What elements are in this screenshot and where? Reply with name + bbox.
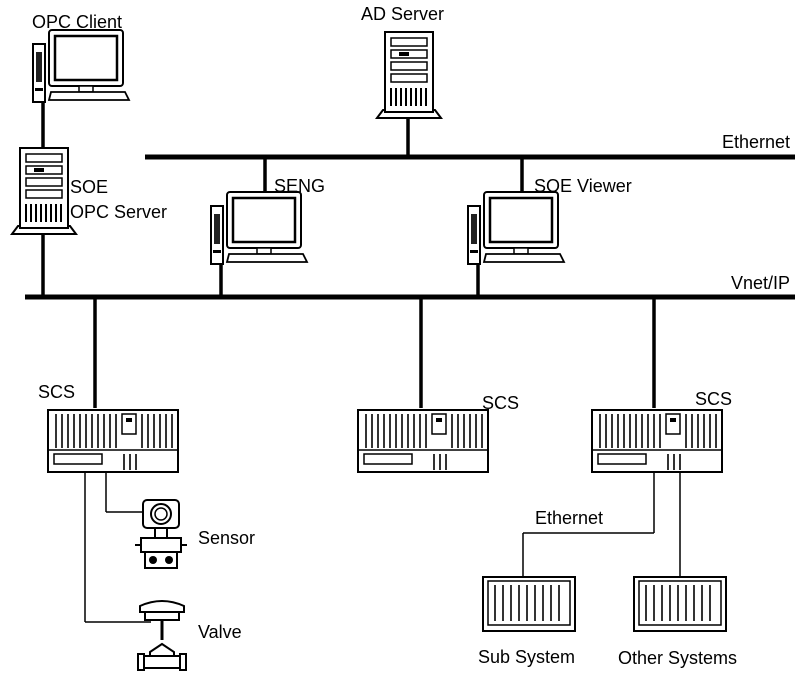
soe-opc-server-icon: [11, 147, 77, 235]
scs-right-controller-icon: [591, 409, 723, 473]
ethernet-label: Ethernet: [722, 132, 790, 152]
sensor-label: Sensor: [198, 528, 255, 548]
seng-label: SENG: [274, 176, 325, 196]
opc-server-label: OPC Server: [70, 202, 167, 222]
sensor-transmitter-icon: [135, 499, 187, 569]
opc-client-label: OPC Client: [32, 12, 122, 32]
scs-right-label: SCS: [695, 389, 732, 409]
ad-server-icon: [376, 31, 442, 119]
scs-left-controller-icon: [47, 409, 179, 473]
scs-middle-controller-icon: [357, 409, 489, 473]
other-systems-rack-icon: [633, 576, 727, 632]
soe-label: SOE: [70, 177, 108, 197]
soe-viewer-workstation-icon: [466, 190, 566, 266]
ad-server-label: AD Server: [361, 4, 444, 24]
scs-left-label: SCS: [38, 382, 75, 402]
other-systems-label: Other Systems: [618, 648, 737, 668]
sub-system-rack-icon: [482, 576, 576, 632]
opc-client-workstation-icon: [31, 28, 131, 104]
soe-viewer-label: SOE Viewer: [534, 176, 632, 196]
scs-middle-label: SCS: [482, 393, 519, 413]
connection-lines: [41, 100, 681, 623]
ethernet-subsystem-label: Ethernet: [535, 508, 603, 528]
vnet-ip-label: Vnet/IP: [731, 273, 790, 293]
sub-system-label: Sub System: [478, 647, 575, 667]
seng-workstation-icon: [209, 190, 309, 266]
valve-label: Valve: [198, 622, 242, 642]
control-valve-icon: [137, 600, 187, 671]
